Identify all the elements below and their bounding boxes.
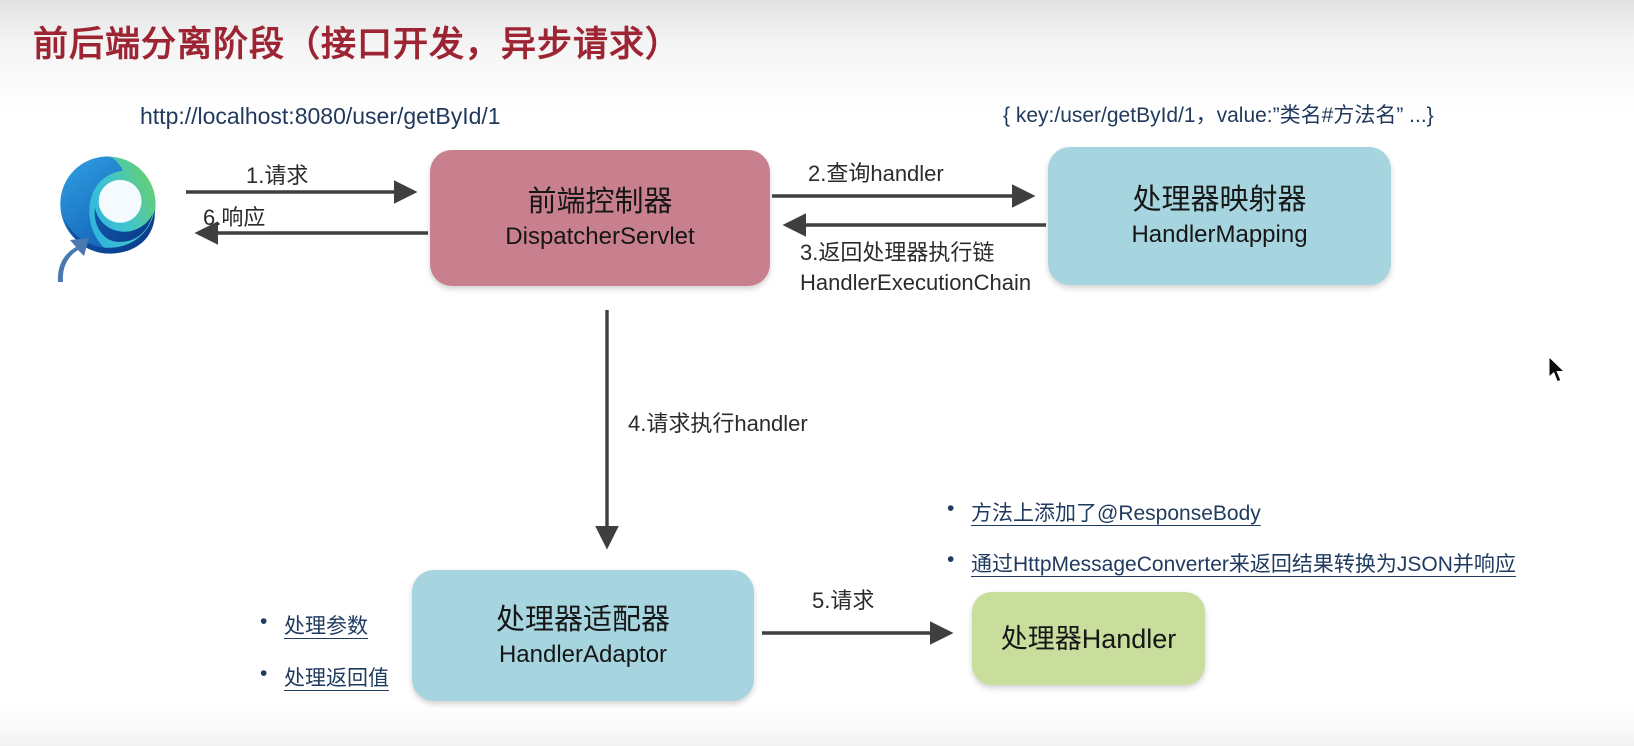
arrow-label-step1: 1.请求 bbox=[246, 163, 309, 188]
arrow-label-step6: 6.响应 bbox=[203, 205, 266, 230]
handler-adaptor-subtitle: HandlerAdaptor bbox=[498, 640, 668, 668]
mouse-cursor bbox=[1547, 354, 1567, 385]
handler-mapping-box: 处理器映射器 HandlerMapping bbox=[1048, 147, 1391, 285]
adaptor-note-return-value: 处理返回值 bbox=[258, 662, 389, 692]
arrow-label-step3-line2: HandlerExecutionChain bbox=[800, 270, 1032, 295]
arrow-label-step3-line1: 3.返回处理器执行链 bbox=[800, 240, 995, 265]
handler-notes-list: 方法上添加了@ResponseBody 通过HttpMessageConvert… bbox=[945, 497, 1516, 599]
handler-adaptor-box: 处理器适配器 HandlerAdaptor bbox=[412, 570, 754, 701]
handler-box: 处理器Handler bbox=[972, 592, 1205, 685]
dispatcher-title: 前端控制器 bbox=[527, 186, 673, 218]
handler-note-responsebody: 方法上添加了@ResponseBody bbox=[945, 497, 1516, 527]
arrow-label-step2: 2.查询handler bbox=[808, 161, 944, 186]
mouse-cursor-svg bbox=[1548, 354, 1567, 383]
handler-mapping-title: 处理器映射器 bbox=[1132, 184, 1307, 216]
dispatcher-servlet-box: 前端控制器 DispatcherServlet bbox=[430, 150, 770, 286]
arrow-label-step5: 5.请求 bbox=[812, 588, 875, 613]
handler-note-httpmessageconverter: 通过HttpMessageConverter来返回结果转换为JSON并响应 bbox=[945, 548, 1516, 578]
request-url-label: http://localhost:8080/user/getById/1 bbox=[140, 103, 501, 129]
page-title: 前后端分离阶段（接口开发，异步请求） bbox=[33, 25, 682, 64]
dispatcher-subtitle: DispatcherServlet bbox=[505, 223, 695, 250]
handler-mapping-subtitle: HandlerMapping bbox=[1131, 221, 1308, 248]
annotation-arrow-svg bbox=[57, 238, 89, 282]
adaptor-note-params: 处理参数 bbox=[258, 610, 389, 640]
handler-title: 处理器Handler bbox=[1000, 623, 1177, 654]
adaptor-notes-list: 处理参数 处理返回值 bbox=[258, 610, 389, 714]
handler-adaptor-title: 处理器适配器 bbox=[495, 603, 670, 636]
mapping-keyvalue-label: { key:/user/getById/1，value:”类名#方法名” ...… bbox=[1003, 104, 1434, 127]
annotation-arrow-icon bbox=[50, 236, 92, 284]
arrow-label-step4: 4.请求执行handler bbox=[628, 411, 808, 436]
